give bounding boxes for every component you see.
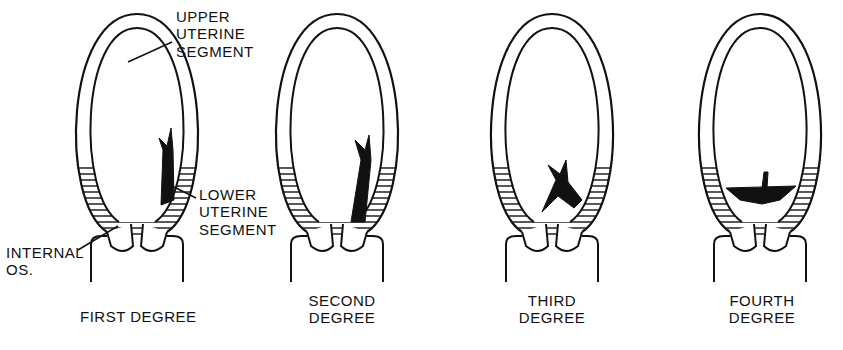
cervix-lip: [764, 224, 790, 251]
uterus-figure: [257, 14, 417, 282]
uterus-inner-wall: [713, 28, 806, 222]
tear-mark: [351, 135, 371, 222]
degree-label: FOURTH DEGREE: [712, 292, 812, 327]
part-label: INTERNAL OS.: [6, 244, 96, 279]
uterus-figure: [680, 14, 840, 282]
degree-label: FIRST DEGREE: [80, 308, 230, 325]
uterus-outer-wall: [491, 14, 613, 232]
vagina-outline: [506, 236, 598, 282]
uterus-outer-wall: [276, 14, 398, 232]
vagina-outline: [91, 236, 183, 282]
cervix-lip: [307, 224, 333, 251]
uterus-inner-wall: [290, 28, 383, 222]
uterus-outer-wall: [699, 14, 821, 232]
tear-mark: [159, 128, 174, 205]
cervix-lip: [522, 224, 548, 251]
cervix-lip: [556, 224, 582, 251]
part-label: UPPER UTERINE SEGMENT: [176, 8, 276, 60]
degree-label: SECOND DEGREE: [292, 292, 392, 327]
cervix-lip: [341, 224, 367, 251]
leader-line: [172, 186, 196, 198]
leader-line: [128, 42, 172, 62]
cervix-lip: [141, 224, 167, 251]
uterus-figure: [472, 14, 632, 282]
vagina-outline: [291, 236, 383, 282]
tear-mark: [542, 160, 582, 212]
leader-line: [78, 226, 118, 250]
uterus-inner-wall: [505, 28, 598, 222]
vagina-outline: [714, 236, 806, 282]
cervix-lip: [107, 224, 133, 251]
uterus-inner-wall: [90, 28, 183, 222]
tear-mark: [726, 172, 796, 204]
degree-label: THIRD DEGREE: [507, 292, 597, 327]
cervix-lip: [730, 224, 756, 251]
part-label: LOWER UTERINE SEGMENT: [199, 186, 309, 238]
